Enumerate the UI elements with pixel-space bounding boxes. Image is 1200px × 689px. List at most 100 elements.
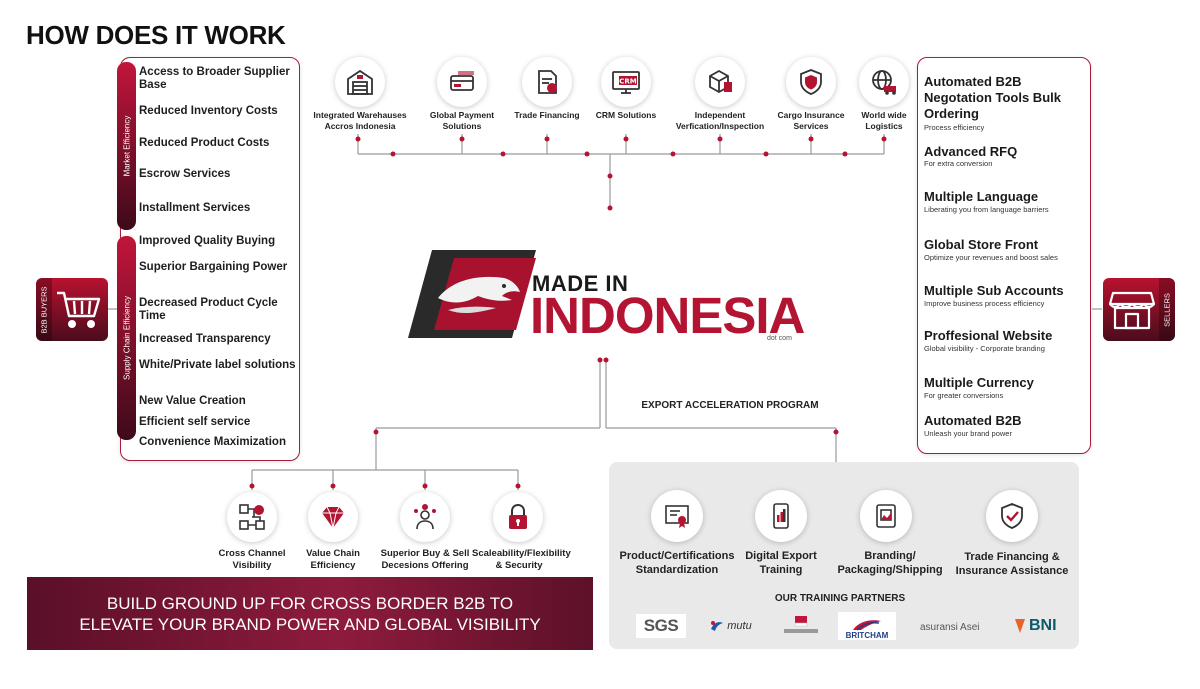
b2b-buyers-label: B2B BUYERS xyxy=(39,285,49,334)
feature-subtitle: Liberating you from language barriers xyxy=(924,205,1049,214)
benefits-panel xyxy=(120,57,300,461)
service-icon-circle xyxy=(522,57,572,107)
sellers-label: SELLERS xyxy=(1162,292,1172,327)
feature-title: Advanced RFQ xyxy=(924,144,1018,159)
feature-icon-circle xyxy=(308,492,358,542)
warehouse-icon xyxy=(347,69,373,95)
banner-line-1: BUILD GROUND UP FOR CROSS BORDER B2B TO xyxy=(106,594,514,613)
logo-dotcom: dot com xyxy=(767,335,792,342)
shield-icon xyxy=(800,69,822,95)
feature-title: Multiple Currency xyxy=(924,375,1034,390)
export-item-label: Branding/ Packaging/Shipping xyxy=(837,550,943,576)
sellers-badge: SELLERS xyxy=(1103,278,1175,341)
partner-logo-asei: asuransi Asei xyxy=(920,617,1000,637)
feature-subtitle: Global visibility - Corporate branding xyxy=(924,344,1045,353)
partner-name: SGS xyxy=(643,616,679,635)
benefit-item: Access to Broader Supplier Base xyxy=(139,66,290,91)
benefit-item: Superior Bargaining Power xyxy=(139,261,288,273)
service-icon-circle xyxy=(695,57,745,107)
partner-name: asuransi Asei xyxy=(920,621,980,633)
benefit-item: Efficient self service xyxy=(139,416,251,428)
service-icon-circle xyxy=(437,57,487,107)
partner-name: mutu xyxy=(727,620,752,632)
person-idea-icon xyxy=(414,504,436,530)
benefit-item: Increased Transparency xyxy=(139,333,271,345)
crm-icon: CRM xyxy=(612,71,640,94)
partner-logo-britcham: BRITCHAM xyxy=(838,612,896,640)
package-icon xyxy=(876,504,896,528)
b2b-buyers-badge: B2B BUYERS xyxy=(36,278,108,341)
feature-title: Global Store Front xyxy=(924,237,1039,252)
partner-name: BNI xyxy=(1029,617,1057,634)
benefit-item: Reduced Product Costs xyxy=(139,137,270,149)
box-check-icon xyxy=(709,69,732,94)
shopping-cart-icon xyxy=(57,291,101,328)
benefit-item: Escrow Services xyxy=(139,168,231,180)
export-icon-circle xyxy=(986,490,1038,542)
export-item-label: Trade Financing & Insurance Assistance xyxy=(955,551,1069,577)
service-icon-circle: CRM xyxy=(601,57,651,107)
partner-name: BRITCHAM xyxy=(845,631,889,640)
feature-icon-circle xyxy=(493,492,543,542)
britcham-flag-icon xyxy=(853,620,881,631)
partner-logo-bni: BNI xyxy=(1014,614,1068,638)
feature-icon-circle xyxy=(227,492,277,542)
mutu-swoosh-icon xyxy=(711,621,724,631)
feature-title: Multiple Language xyxy=(924,189,1039,204)
feature-subtitle: For greater conversions xyxy=(924,391,1004,400)
service-label: Trade Financing xyxy=(514,110,580,120)
feature-subtitle: Optimize your revenues and boost sales xyxy=(924,253,1058,262)
certificate-icon xyxy=(665,505,689,528)
diamond-icon xyxy=(322,506,344,529)
feature-title: Multiple Sub Accounts xyxy=(924,283,1064,298)
benefit-item: Decreased Product Cycle Time xyxy=(139,297,278,322)
logo-made-in: MADE IN xyxy=(532,271,629,296)
benefit-item: Installment Services xyxy=(139,202,251,214)
service-label: CRM Solutions xyxy=(595,110,657,120)
feature-title: Proffesional Website xyxy=(924,328,1053,343)
feature-subtitle: For extra conversion xyxy=(924,159,993,168)
shield-check-icon xyxy=(1001,503,1023,529)
benefit-item: Improved Quality Buying xyxy=(139,235,276,247)
service-label: Cargo Insurance Services xyxy=(777,110,845,131)
mobile-chart-icon xyxy=(773,503,789,529)
export-icon-circle xyxy=(755,490,807,542)
logo-indonesia: INDONESIA xyxy=(530,287,805,344)
svg-text:CRM: CRM xyxy=(619,78,637,86)
export-icon-circle xyxy=(860,490,912,542)
feature-subtitle: Unleash your brand power xyxy=(924,429,1012,438)
benefit-item: Convenience Maximization xyxy=(139,436,286,448)
benefit-item: New Value Creation xyxy=(139,395,246,407)
invoice-icon xyxy=(538,70,557,94)
export-item-label: Digital Export Training xyxy=(745,550,817,576)
network-icon xyxy=(239,504,265,530)
benefit-item: White/Private label solutions xyxy=(139,359,296,371)
service-label: World wide Logistics xyxy=(861,110,907,131)
feature-label: Cross Channel Visibility xyxy=(218,548,286,571)
feature-title: Automated B2B Negotation Tools Bulk Orde… xyxy=(924,74,1061,121)
market-efficiency-label: Market Efficiency xyxy=(122,115,131,177)
features-panel xyxy=(917,57,1091,454)
service-label: Independent Verfication/Inspection xyxy=(675,110,765,131)
export-program-title: EXPORT ACCELERATION PROGRAM xyxy=(641,400,819,411)
benefit-item: Reduced Inventory Costs xyxy=(139,105,278,117)
feature-title: Automated B2B xyxy=(924,413,1022,428)
feature-icon-circle xyxy=(400,492,450,542)
feature-subtitle: Process efficiency xyxy=(924,123,985,132)
feature-label: Value Chain Efficiency xyxy=(306,548,360,571)
cta-banner: BUILD GROUND UP FOR CROSS BORDER B2B TO … xyxy=(27,577,593,650)
export-item-label: Product/Certifications Standardization xyxy=(619,550,735,576)
storefront-icon xyxy=(1109,291,1155,330)
service-icon-circle xyxy=(786,57,836,107)
bni-mark-icon xyxy=(1015,619,1025,633)
service-label: Integrated Warehauses Accros Indonesia xyxy=(313,110,407,131)
service-label: Global Payment Solutions xyxy=(429,110,495,131)
banner-line-2: ELEVATE YOUR BRAND POWER AND GLOBAL VISI… xyxy=(79,615,541,634)
globe-truck-icon xyxy=(872,70,896,95)
service-icon-circle xyxy=(859,57,909,107)
padlock-icon xyxy=(509,503,527,529)
export-icon-circle xyxy=(651,490,703,542)
page-title: HOW DOES IT WORK xyxy=(26,20,286,50)
partner-logo-sgs: SGS xyxy=(636,614,686,638)
supply-chain-efficiency-bar: Supply Chain Efficiency xyxy=(117,236,136,440)
